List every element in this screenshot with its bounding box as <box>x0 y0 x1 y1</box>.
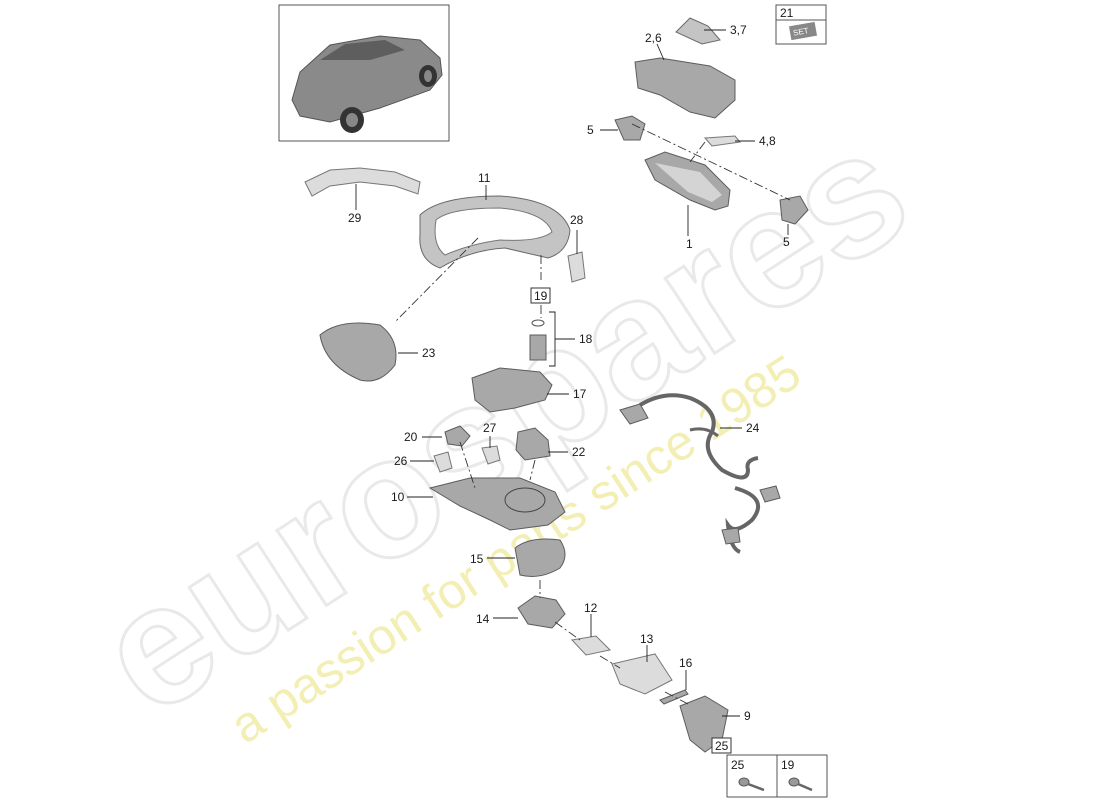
part-bulb-26 <box>433 451 453 473</box>
set-kit-text: SET <box>792 26 809 38</box>
assembly-lines <box>394 123 791 705</box>
callout-20: 20 <box>404 430 418 444</box>
watermark-brand: eurospares <box>67 92 939 751</box>
callout-29: 29 <box>348 211 362 225</box>
callout-labels: 1 2,6 3,7 4,8 5 5 9 10 11 12 13 14 15 16… <box>348 23 790 723</box>
callout-1: 1 <box>686 237 693 251</box>
fastener-legend: 25 19 <box>726 754 828 798</box>
part-clip-5-top <box>614 115 646 141</box>
part-cover-15 <box>514 538 566 577</box>
callout-24: 24 <box>746 421 760 435</box>
callout-3-7: 3,7 <box>730 23 747 37</box>
callout-16: 16 <box>679 656 693 670</box>
boxed-callouts: 19 25 <box>530 287 732 754</box>
part-foot-14 <box>517 595 566 629</box>
car-icon <box>291 35 443 133</box>
callout-22: 22 <box>572 445 586 459</box>
part-bracket-17 <box>471 367 553 413</box>
part-clip-5-right <box>779 195 809 225</box>
callout-4-8: 4,8 <box>759 134 776 148</box>
callout-13: 13 <box>640 632 654 646</box>
legend-label-25: 25 <box>731 758 745 772</box>
callout-26: 26 <box>394 454 408 468</box>
part-motor-22 <box>515 427 551 461</box>
part-switch-20 <box>444 425 471 447</box>
part-lamp-27 <box>481 445 501 465</box>
part-glass-23 <box>319 322 397 382</box>
part-plate-13 <box>611 653 673 695</box>
callout-box-25: 25 <box>715 739 729 753</box>
callout-5-top: 5 <box>587 123 594 137</box>
callout-10: 10 <box>391 490 405 504</box>
callout-5-right: 5 <box>783 235 790 249</box>
set-box-21: 21 SET <box>775 4 827 45</box>
callout-17: 17 <box>573 387 587 401</box>
legend-label-19: 19 <box>781 758 795 772</box>
callout-11: 11 <box>478 171 491 185</box>
parts <box>304 17 809 753</box>
callout-27: 27 <box>483 421 497 435</box>
callout-12: 12 <box>584 601 598 615</box>
part-sensor-4-8 <box>703 135 741 147</box>
leader-lines <box>355 29 789 750</box>
vehicle-thumbnail <box>278 4 450 142</box>
part-harness-24 <box>619 393 781 554</box>
screw-icon-25 <box>738 777 765 792</box>
callout-15: 15 <box>470 552 484 566</box>
screw-icon-19 <box>788 777 813 792</box>
part-strip-29 <box>304 167 421 197</box>
callout-23: 23 <box>422 346 436 360</box>
callout-28: 28 <box>570 213 584 227</box>
part-housing-2-6 <box>634 57 736 119</box>
part-pin-16 <box>659 689 689 705</box>
callout-2-6: 2,6 <box>645 31 662 45</box>
part-seal-12 <box>570 635 612 656</box>
callout-9: 9 <box>744 709 751 723</box>
set-box-label: 21 <box>780 6 794 20</box>
callout-14: 14 <box>476 612 490 626</box>
part-cover-3-7 <box>675 17 721 45</box>
watermark: eurospares a passion for parts since 198… <box>65 91 940 754</box>
part-base-10 <box>428 477 566 531</box>
callout-box-19: 19 <box>534 289 548 303</box>
callout-18: 18 <box>579 332 593 346</box>
